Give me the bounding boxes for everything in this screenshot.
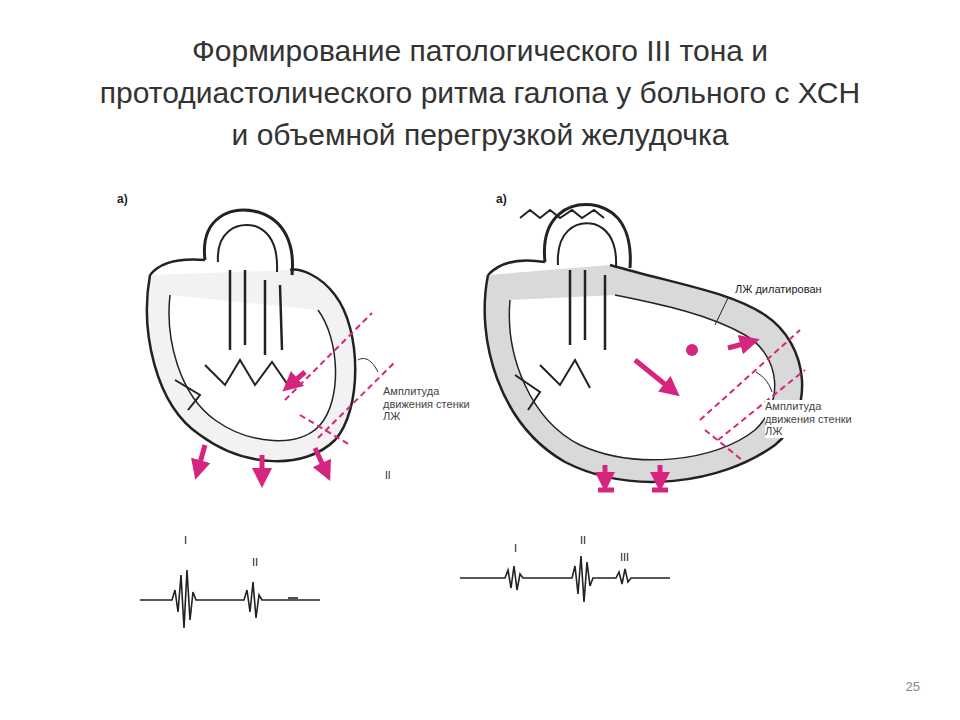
panel-letter: а)	[117, 193, 128, 207]
wall-motion-arrows	[598, 342, 750, 490]
wall-motion-arrows	[198, 372, 326, 478]
part-label: Амплитуда движения стенки ЛЖ	[383, 385, 478, 423]
normal-heart	[147, 210, 355, 461]
tone-label: I	[184, 534, 187, 547]
amplitude-lines	[285, 313, 395, 445]
tone-label: I	[514, 542, 517, 555]
tone-label: II	[252, 556, 258, 569]
tone-label: III	[620, 551, 629, 564]
part-label: ЛЖ дилатирован	[735, 283, 822, 296]
tone-label: II	[580, 534, 586, 547]
dilated-heart	[485, 205, 802, 482]
page-number: 25	[906, 680, 920, 695]
part-label: Амплитуда движения стенки ЛЖ	[765, 400, 860, 438]
leader-line	[358, 298, 772, 392]
panel-letter: а)	[496, 193, 507, 207]
amplitude-lines	[700, 330, 805, 460]
slide-title: Формирование патологического III тона и …	[90, 30, 870, 156]
tone-label: II	[385, 470, 391, 482]
phonocardiogram	[140, 556, 670, 628]
